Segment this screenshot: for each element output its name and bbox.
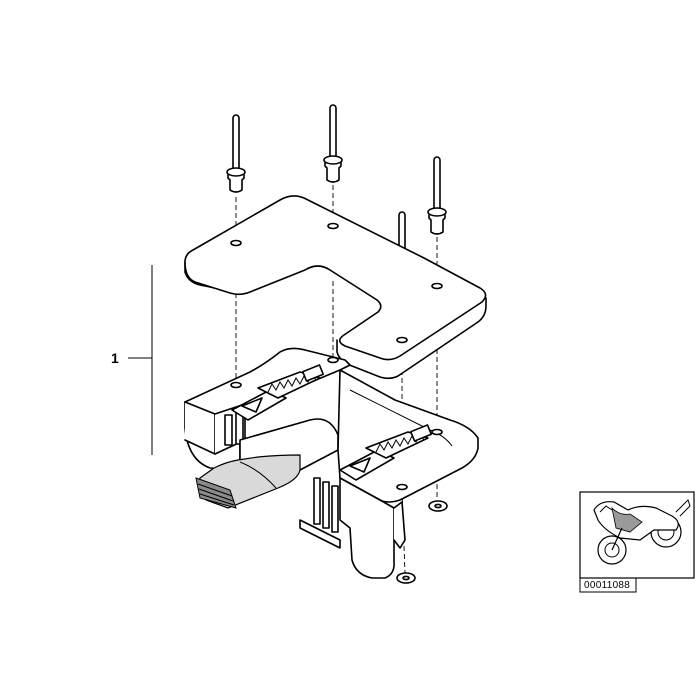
motorcycle-icon: [593, 499, 691, 565]
holder-base: [184, 347, 479, 579]
rivet-1: [226, 114, 246, 193]
spring-latch-right: [339, 424, 433, 481]
rivet-3: [427, 156, 447, 235]
vehicle-thumbnail: 00011088: [579, 491, 695, 593]
reference-code: 00011088: [584, 580, 630, 591]
rivet-2: [323, 104, 343, 183]
cover-plate: [184, 195, 487, 380]
spring-latch-left: [231, 364, 325, 421]
washer-2: [396, 572, 416, 584]
callout-1: 1: [111, 265, 153, 455]
washer-1: [428, 500, 448, 512]
callout-number: 1: [111, 350, 119, 366]
